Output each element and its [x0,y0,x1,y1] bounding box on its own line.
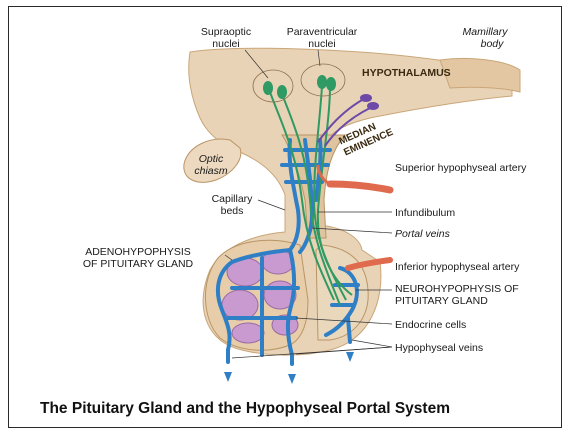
down-arrow-icon [224,372,232,382]
down-arrow-icon [346,352,354,362]
mamillary-label-2: body [481,38,505,50]
cell-cluster [232,323,264,343]
neurohypophysis-label: NEUROHYPOPHYSIS OF [395,283,519,295]
endocrine-cells-label: Endocrine cells [395,319,466,331]
supraoptic-label-2: nuclei [212,38,239,50]
capillary-beds-label: Capillary [212,193,254,205]
neuron-soma [317,75,327,89]
inferior-artery-label: Inferior hypophyseal artery [395,261,520,273]
paraventricular-label-2: nuclei [308,38,335,50]
hypophyseal-veins-label: Hypophyseal veins [395,342,483,354]
down-arrow-icon [288,374,296,384]
neuron-soma [263,81,273,95]
optic-chiasm-label: Optic [199,153,224,165]
portal-veins-label: Portal veins [395,228,451,240]
hypothalamus-label: HYPOTHALAMUS [362,67,451,79]
adenohypophysis-label-2: OF PITUITARY GLAND [83,258,194,270]
neuron-soma [326,77,336,91]
neuron-soma [360,94,372,102]
paraventricular-label: Paraventricular [287,26,358,38]
neurohypophysis-label-2: PITUITARY GLAND [395,295,488,307]
supraoptic-label: Supraoptic [201,26,251,38]
mamillary-label: Mamillary [463,26,509,38]
superior-artery-label: Superior hypophyseal artery [395,162,527,174]
infundibulum-label: Infundibulum [395,207,455,219]
optic-chiasm-label-2: chiasm [194,165,228,177]
adenohypophysis-label: ADENOHYPOPHYSIS [85,246,191,258]
cell-cluster [222,290,258,320]
venous-drainage-arrows [224,352,354,384]
capillary-beds-label-2: beds [221,205,244,217]
neuron-soma [277,85,287,99]
figure-caption: The Pituitary Gland and the Hypophyseal … [40,400,450,418]
superior-hypophyseal-artery [330,184,390,190]
mamillary-body-shape [440,58,520,92]
neuron-soma [367,102,379,110]
